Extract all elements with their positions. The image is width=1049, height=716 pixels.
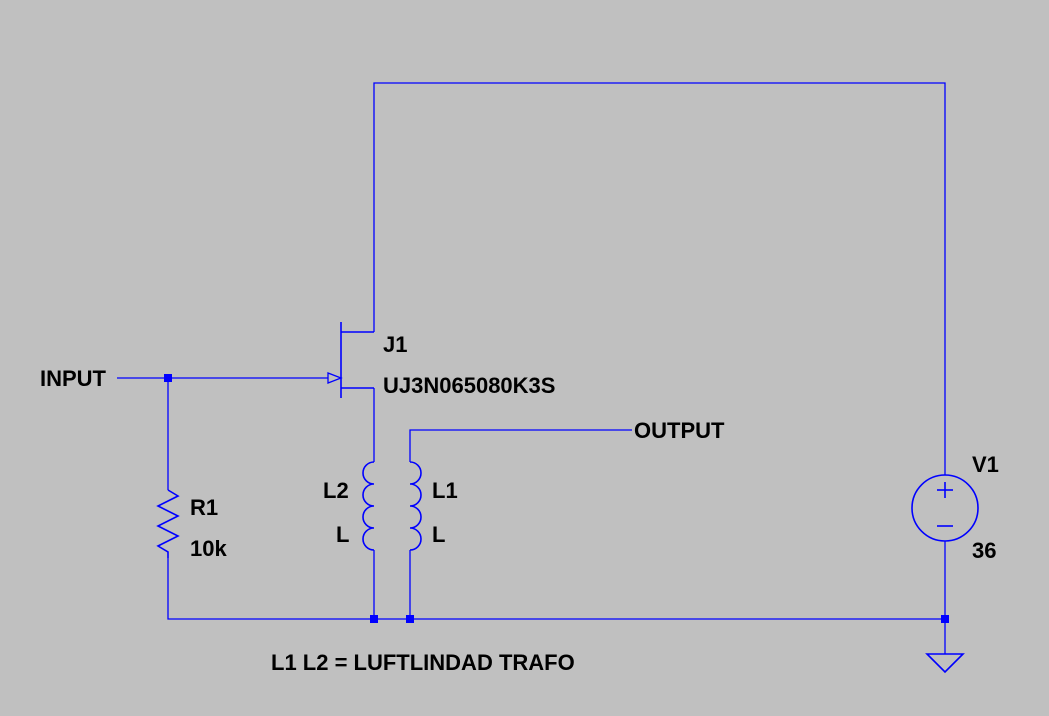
wire-drain-to-v1[interactable] <box>373 82 946 475</box>
wires <box>117 82 946 654</box>
input-net-label[interactable]: INPUT <box>40 366 107 391</box>
resistor-r1-icon[interactable] <box>156 489 180 558</box>
l2-value-label[interactable]: L <box>336 522 349 547</box>
junction-dot-input <box>164 374 172 382</box>
transformer-note[interactable]: L1 L2 = LUFTLINDAD TRAFO <box>271 650 575 675</box>
inductor-l1-icon[interactable] <box>409 461 422 551</box>
r1-ref-label[interactable]: R1 <box>190 495 218 520</box>
jfet-model-label[interactable]: UJ3N065080K3S <box>383 373 555 398</box>
l2-ref-label[interactable]: L2 <box>323 478 349 503</box>
junction-dot-l1 <box>406 615 414 623</box>
inductor-l2-icon[interactable] <box>362 461 375 551</box>
junction-dot-l2 <box>370 615 378 623</box>
wire-r1-ground[interactable] <box>167 558 945 620</box>
v1-value-label[interactable]: 36 <box>972 538 996 563</box>
junction-dot-ground <box>941 615 949 623</box>
ground-icon <box>925 653 965 674</box>
l1-value-label[interactable]: L <box>432 522 445 547</box>
r1-value-label[interactable]: 10k <box>190 536 227 561</box>
voltage-source-v1-icon[interactable] <box>911 474 979 542</box>
wire-l1-output[interactable] <box>409 429 632 462</box>
jfet-ref-label[interactable]: J1 <box>383 332 407 357</box>
v1-ref-label[interactable]: V1 <box>972 452 999 477</box>
junction-dots <box>164 374 949 623</box>
labels: INPUT OUTPUT J1 UJ3N065080K3S L2 L L1 L … <box>40 332 999 675</box>
jfet-j1-icon[interactable] <box>327 322 374 398</box>
output-net-label[interactable]: OUTPUT <box>634 418 725 443</box>
l1-ref-label[interactable]: L1 <box>432 478 458 503</box>
